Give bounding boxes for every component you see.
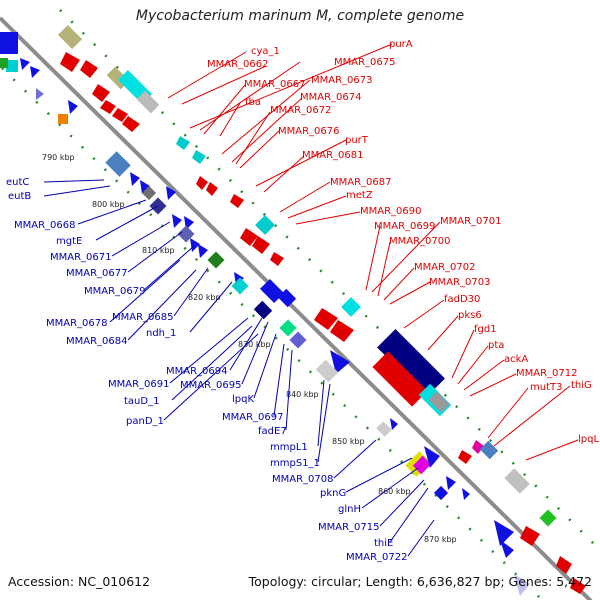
kbp-tick-label: 810 kbp xyxy=(142,246,175,255)
gene-label: MMAR_0671 xyxy=(50,252,112,263)
gene-label: mmpL1 xyxy=(270,442,308,453)
gene-label: MMAR_0703 xyxy=(429,277,491,288)
gene-label: mmpS1_1 xyxy=(270,458,320,469)
kbp-tick-label: 860 kbp xyxy=(378,487,411,496)
gene-label: purT xyxy=(345,135,369,146)
gene-label: fadE7 xyxy=(258,426,287,437)
gene-label: MMAR_0685 xyxy=(112,312,174,323)
gene-label: MMAR_0676 xyxy=(278,126,340,137)
reverse-gene-labels xyxy=(43,179,435,557)
kbp-tick-label: 830 kbp xyxy=(238,340,271,349)
kbp-tick-label: 850 kbp xyxy=(332,437,365,446)
gene-label: MMAR_0694 xyxy=(166,366,228,377)
forward-gene-labels xyxy=(167,43,579,461)
gene-label: MMAR_0715 xyxy=(318,522,380,533)
gene-label: MMAR_0675 xyxy=(334,57,396,68)
kbp-tick-label: 870 kbp xyxy=(424,535,457,544)
reverse-gene-label-text: eutC eutB MMAR_0668 mgtE MMAR_0671 MMAR_… xyxy=(6,177,408,563)
gene-label: MMAR_0679 xyxy=(84,286,146,297)
gene-label: MMAR_0681 xyxy=(302,150,364,161)
gene-label: MMAR_0700 xyxy=(389,236,451,247)
gene-label: MMAR_0699 xyxy=(374,221,436,232)
forward-strand-genes xyxy=(57,24,586,594)
gene-label: purA xyxy=(389,39,413,50)
gene-label: panD_1 xyxy=(126,416,164,427)
kbp-tick-label: 820 kbp xyxy=(188,293,221,302)
map-title: Mycobacterium marinum M, complete genome xyxy=(135,8,465,24)
gene-label: ackA xyxy=(504,354,528,365)
gene-label: fgd1 xyxy=(474,324,497,335)
gene-label: fadD30 xyxy=(444,294,480,305)
gene-label: glnH xyxy=(338,504,361,515)
accession-label: Accession: NC_010612 xyxy=(8,574,151,589)
gene-label: MMAR_0674 xyxy=(300,92,362,103)
gene-label: MMAR_0687 xyxy=(330,177,392,188)
gene-label: thiE xyxy=(374,538,393,549)
gene-label: eutB xyxy=(8,191,31,202)
gene-label: MMAR_0672 xyxy=(270,105,332,116)
gene-label: MMAR_0678 xyxy=(46,318,108,329)
gene-label: thiG xyxy=(571,380,592,391)
gene-label: MMAR_0673 xyxy=(311,75,373,86)
gene-label: ndh_1 xyxy=(146,328,176,339)
gene-label: pks6 xyxy=(458,310,482,321)
gene-label: metZ xyxy=(346,190,373,201)
gene-label: MMAR_0668 xyxy=(14,220,76,231)
gene-label: MMAR_0701 xyxy=(440,216,502,227)
gene-label: MMAR_0695 xyxy=(180,380,242,391)
gene-label: mgtE xyxy=(56,236,82,247)
kbp-tick-label: 840 kbp xyxy=(286,390,319,399)
genome-backbone xyxy=(0,16,593,600)
gene-label: MMAR_0662 xyxy=(207,59,269,70)
gene-label: MMAR_0708 xyxy=(272,474,334,485)
gene-label: fba xyxy=(245,97,261,108)
gene-label: MMAR_0667 xyxy=(244,79,306,90)
gene-label: eutC xyxy=(6,177,29,188)
gene-label: MMAR_0677 xyxy=(66,268,128,279)
gene-label: lpqK xyxy=(232,394,254,405)
kbp-scale: 790 kbp 800 kbp 810 kbp 820 kbp 830 kbp … xyxy=(42,153,457,544)
gene-label: MMAR_0690 xyxy=(360,206,422,217)
gene-label: tauD_1 xyxy=(124,396,159,407)
genome-summary: Topology: circular; Length: 6,636,827 bp… xyxy=(248,574,592,589)
gene-label: cya_1 xyxy=(251,46,280,57)
gene-label: pta xyxy=(488,340,504,351)
gene-label: MMAR_0684 xyxy=(66,336,128,347)
reverse-strand-genes xyxy=(0,32,530,596)
gene-label: MMAR_0697 xyxy=(222,412,284,423)
kbp-tick-label: 800 kbp xyxy=(92,200,125,209)
gene-label: mutT3 xyxy=(530,382,562,393)
kbp-tick-label: 790 kbp xyxy=(42,153,75,162)
gene-label: MMAR_0702 xyxy=(414,262,476,273)
gene-label: MMAR_0712 xyxy=(516,368,578,379)
gene-label: MMAR_0691 xyxy=(108,379,170,390)
forward-gene-label-text: cya_1 MMAR_0662 purA MMAR_0675 MMAR_0667… xyxy=(207,39,599,445)
gene-label: pknG xyxy=(320,488,346,499)
gene-label: MMAR_0722 xyxy=(346,552,408,563)
gene-label: lpqL xyxy=(578,434,599,445)
